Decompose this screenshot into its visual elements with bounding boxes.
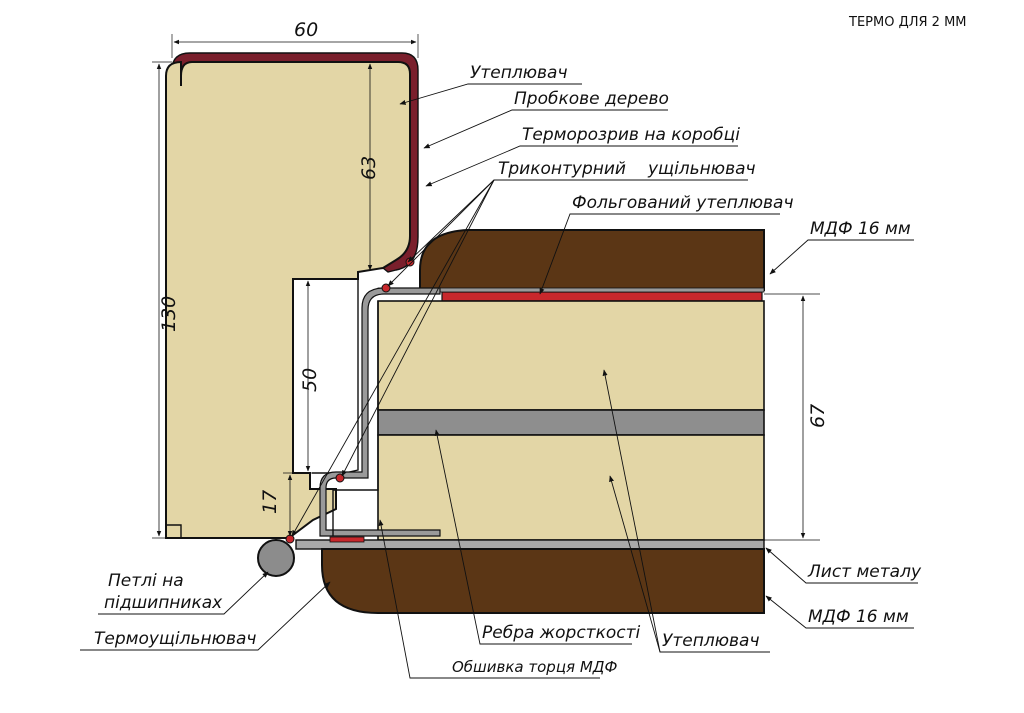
mdf-panel-bottom [321,548,765,614]
dim-67: 67 [807,404,829,428]
label-mdf-top: МДФ 16 мм [810,219,911,239]
diagram-title: ТЕРМО ДЛЯ 2 ММ [848,15,967,30]
door-insulation-upper [377,300,765,411]
frame-lip [166,524,182,538]
label-hinges-a: Петлі на [108,571,184,591]
label-ribs: Ребра жорсткості [482,623,640,643]
label-metal-sheet: Лист металу [807,562,922,582]
seal-bead-upper [405,257,415,267]
dim-60: 60 [294,19,318,41]
dim-17: 17 [259,490,281,514]
bearing-hinge [257,539,295,577]
label-insulation-bottom: Утеплювач [662,631,760,651]
label-triple-seal-b: ущільнювач [647,159,756,179]
label-mdf-bottom: МДФ 16 мм [808,607,909,627]
door-insulation-lower [377,434,765,541]
label-foil-insulation: Фольгований утеплювач [572,193,794,213]
steel-edge-profile [319,287,441,537]
bottom-seal-strip [329,536,365,543]
label-hinges-b: підшипниках [104,593,223,613]
label-triple-seal-a: Триконтурний [498,159,626,179]
dim-63: 63 [358,156,380,180]
frame-insulation [165,60,411,539]
label-cork: Пробкове дерево [514,89,669,109]
metal-sheet [295,539,765,550]
mdf-panel-top [419,229,765,291]
steel-edge-inner [332,301,379,536]
foil-insulation-strip [441,291,763,302]
label-thermal-break: Терморозрив на коробці [522,125,740,145]
label-thermo-seal: Термоущільнювач [94,629,256,649]
label-insulation-top: Утеплювач [470,63,568,83]
seal-bead-low [285,534,295,544]
label-mdf-edge: Обшивка торця МДФ [452,658,617,676]
dim-50: 50 [299,368,321,392]
stiffening-rib [377,409,765,436]
dim-130: 130 [158,296,180,332]
